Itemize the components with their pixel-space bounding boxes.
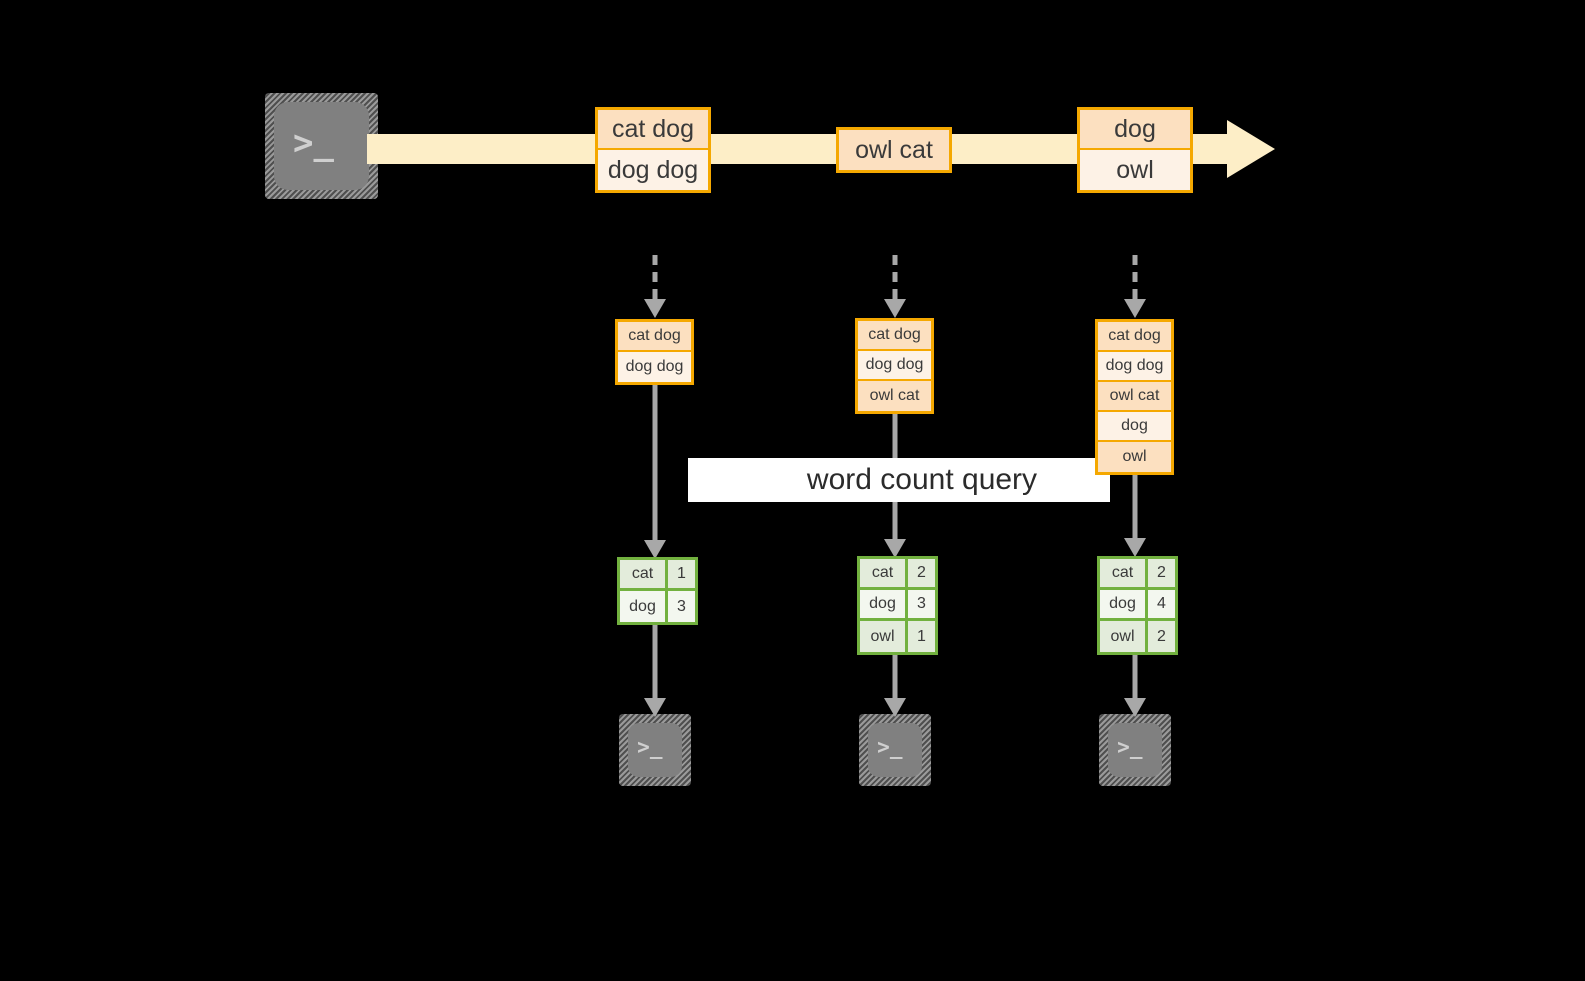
stream-event-1[interactable]: cat dog dog dog [595, 107, 711, 193]
connector-shaft [892, 255, 898, 299]
connector-shaft [1132, 475, 1138, 538]
dashed-connector-1 [643, 255, 667, 318]
event-line: cat dog [598, 110, 708, 150]
query-connector-3 [1123, 475, 1147, 557]
result-key: cat [620, 560, 668, 588]
table-row: cat 2 [860, 559, 935, 590]
result-key: cat [860, 559, 908, 587]
event-line: dog [1080, 110, 1190, 150]
terminal-prompt-glyph: >_ [293, 122, 334, 163]
source-terminal-icon[interactable]: >_ [265, 93, 378, 199]
result-value: 3 [908, 590, 935, 618]
terminal-screen: >_ [868, 723, 922, 777]
state-line: cat dog [1098, 322, 1171, 352]
result-key: cat [1100, 559, 1148, 587]
state-line: cat dog [618, 322, 691, 352]
result-key: dog [620, 591, 668, 622]
result-table-1[interactable]: cat 1 dog 3 [617, 557, 698, 625]
event-line: dog dog [598, 150, 708, 190]
state-line: dog dog [858, 351, 931, 381]
result-key: dog [860, 590, 908, 618]
sink-terminal-icon-3[interactable]: >_ [1099, 714, 1171, 786]
state-line: cat dog [858, 321, 931, 351]
result-value: 2 [908, 559, 935, 587]
terminal-screen: >_ [628, 723, 682, 777]
table-row: dog 4 [1100, 590, 1175, 621]
sink-terminal-icon-1[interactable]: >_ [619, 714, 691, 786]
table-row: dog 3 [620, 591, 695, 622]
terminal-screen: >_ [1108, 723, 1162, 777]
connector-arrowhead [884, 698, 906, 717]
terminal-prompt-glyph: >_ [1117, 735, 1143, 760]
state-line: owl cat [858, 381, 931, 411]
result-key: owl [860, 621, 908, 652]
connector-arrowhead [884, 539, 906, 558]
table-row: owl 1 [860, 621, 935, 652]
result-table-2[interactable]: cat 2 dog 3 owl 1 [857, 556, 938, 655]
result-value: 1 [668, 560, 695, 588]
connector-shaft [1132, 655, 1138, 698]
result-table-3[interactable]: cat 2 dog 4 owl 2 [1097, 556, 1178, 655]
query-band: word count query [688, 458, 1110, 502]
connector-arrowhead [644, 299, 666, 318]
result-key: owl [1100, 621, 1148, 652]
connector-arrowhead [1124, 299, 1146, 318]
sink-connector-2 [883, 655, 907, 717]
state-box-3[interactable]: cat dog dog dog owl cat dog owl [1095, 319, 1174, 475]
stream-event-3[interactable]: dog owl [1077, 107, 1193, 193]
stream-arrow-head [1227, 120, 1275, 178]
connector-shaft [652, 384, 658, 540]
table-row: cat 2 [1100, 559, 1175, 590]
result-value: 2 [1148, 559, 1175, 587]
state-box-2[interactable]: cat dog dog dog owl cat [855, 318, 934, 414]
connector-arrowhead [884, 299, 906, 318]
dashed-connector-3 [1123, 255, 1147, 318]
sink-terminal-icon-2[interactable]: >_ [859, 714, 931, 786]
connector-arrowhead [644, 698, 666, 717]
event-line: owl cat [839, 130, 949, 170]
table-row: dog 3 [860, 590, 935, 621]
result-key: dog [1100, 590, 1148, 618]
state-line: dog [1098, 412, 1171, 442]
state-box-1[interactable]: cat dog dog dog [615, 319, 694, 385]
table-row: cat 1 [620, 560, 695, 591]
state-line: owl [1098, 442, 1171, 472]
terminal-prompt-glyph: >_ [877, 735, 903, 760]
connector-arrowhead [644, 540, 666, 559]
connector-shaft [652, 255, 658, 299]
dashed-connector-2 [883, 255, 907, 318]
sink-connector-3 [1123, 655, 1147, 717]
stream-event-2[interactable]: owl cat [836, 127, 952, 173]
result-value: 2 [1148, 621, 1175, 652]
state-line: dog dog [1098, 352, 1171, 382]
sink-connector-1 [643, 625, 667, 717]
result-value: 3 [668, 591, 695, 622]
terminal-prompt-glyph: >_ [637, 735, 663, 760]
result-value: 1 [908, 621, 935, 652]
connector-arrowhead [1124, 698, 1146, 717]
terminal-screen: >_ [274, 102, 369, 190]
connector-shaft [652, 625, 658, 698]
result-value: 4 [1148, 590, 1175, 618]
connector-arrowhead [1124, 538, 1146, 557]
connector-shaft [892, 655, 898, 698]
query-label: word count query [806, 463, 1038, 496]
query-connector-1 [643, 384, 667, 559]
state-line: owl cat [1098, 382, 1171, 412]
table-row: owl 2 [1100, 621, 1175, 652]
state-line: dog dog [618, 352, 691, 382]
connector-shaft [1132, 255, 1138, 299]
event-line: owl [1080, 150, 1190, 190]
